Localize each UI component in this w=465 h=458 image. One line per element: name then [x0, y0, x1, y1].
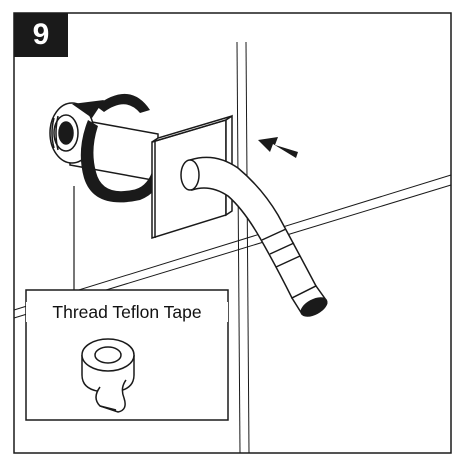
push-arrow-icon [258, 137, 298, 158]
wall-tile-grout [13, 41, 452, 454]
teflon-tape-roll-icon [81, 338, 135, 413]
step-number-badge: 9 [14, 13, 68, 57]
shower-arm-threaded-tip [290, 285, 328, 317]
rotate-arrow-icon [72, 93, 162, 203]
shower-arm [180, 156, 318, 300]
callout-label: Thread Teflon Tape [26, 302, 228, 322]
